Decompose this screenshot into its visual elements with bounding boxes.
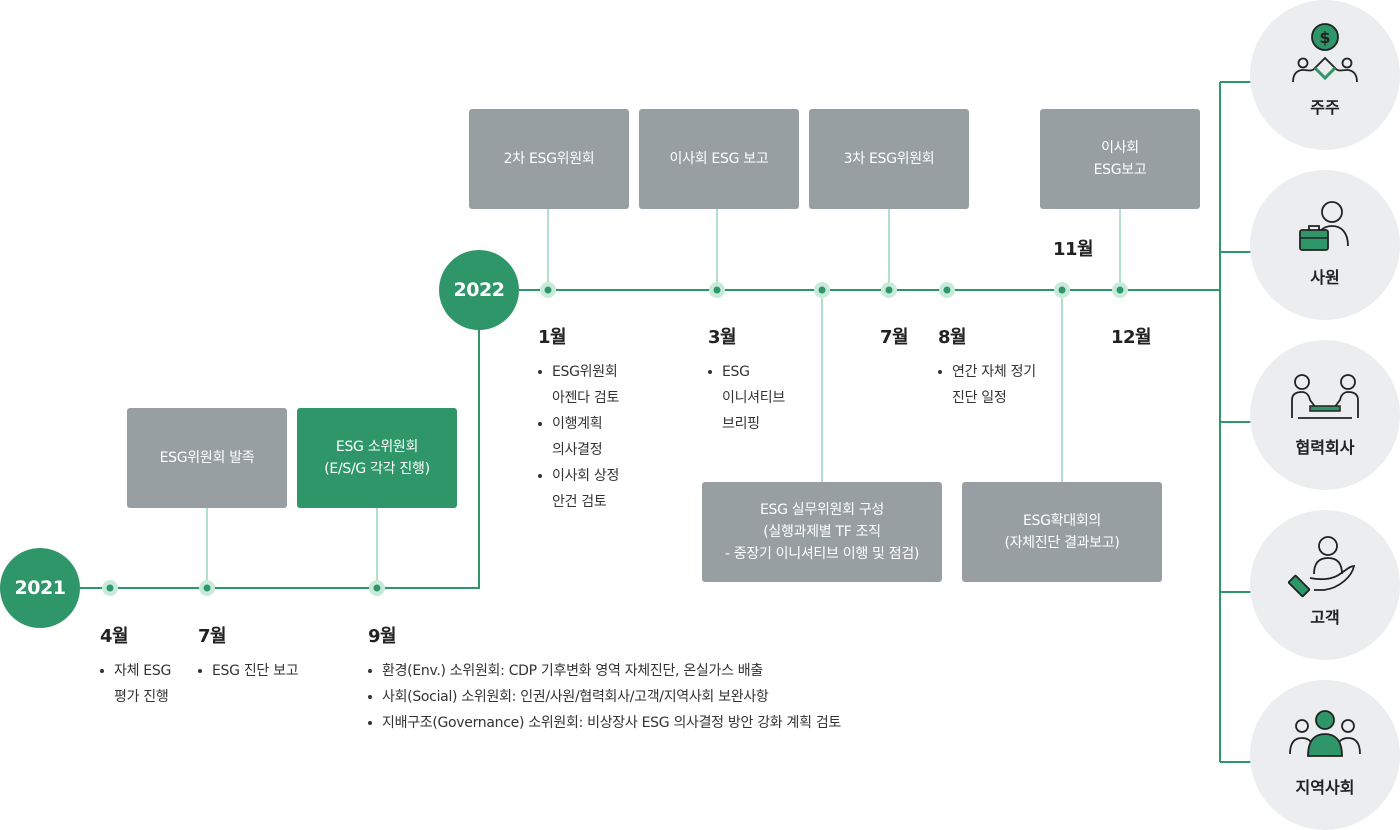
esg-expanded-meeting-box: ESG확대회의 (자체진단 결과보고) [962, 482, 1162, 582]
community-icon [1289, 710, 1361, 757]
second-esg-committee-box: 2차 ESG위원회 [469, 109, 629, 209]
svg-text:$: $ [1319, 28, 1330, 47]
aug-item-list: 연간 자체 정기 진단 일정 [936, 359, 1096, 411]
list-item: 이행계획 의사결정 [536, 411, 676, 463]
stakeholder-employees: 사원 [1250, 170, 1400, 320]
list-item: 연간 자체 정기 진단 일정 [936, 359, 1096, 411]
month-label-jan: 1월 [538, 327, 567, 348]
list-item: 이사회 상정 안건 검토 [536, 463, 676, 515]
list-item: 사회(Social) 소위원회: 인권/사원/협력회사/고객/지역사회 보완사항 [366, 684, 986, 710]
timeline-node-markers [102, 282, 1128, 596]
stakeholder-customers: 고객 [1250, 510, 1400, 660]
third-esg-committee-box: 3차 ESG위원회 [809, 109, 969, 209]
apr-item-list: 자체 ESG 평가 진행 [98, 658, 198, 710]
stakeholder-community: 지역사회 [1250, 680, 1400, 830]
month-label-apr: 4월 [100, 626, 129, 647]
month-label-jul-2021: 7월 [198, 626, 227, 647]
esg-working-committee-box: ESG 실무위원회 구성 (실행과제별 TF 조직 - 중장기 이니셔티브 이행… [702, 482, 942, 582]
month-label-mar: 3월 [708, 327, 737, 348]
list-item: ESG위원회 아젠다 검토 [536, 359, 676, 411]
month-label-nov: 11월 [1053, 239, 1094, 260]
customer-icon [1288, 536, 1356, 598]
year-2022-circle: 2022 [439, 250, 519, 330]
list-item: ESG 이니셔티브 브리핑 [706, 359, 826, 437]
stakeholder-label: 사원 [1310, 268, 1340, 287]
sep-item-list: 환경(Env.) 소위원회: CDP 기후변화 영역 자체진단, 온실가스 배출… [366, 658, 986, 736]
list-item: 자체 ESG 평가 진행 [98, 658, 198, 710]
stakeholder-partners: 협력회사 [1250, 340, 1400, 490]
stakeholder-label: 고객 [1310, 608, 1340, 627]
shareholders-icon: $ [1292, 23, 1358, 83]
board-esg-report-nov-box: 이사회 ESG보고 [1040, 109, 1200, 209]
partners-icon [1291, 374, 1359, 419]
esg-committee-launch-box: ESG위원회 발족 [127, 408, 287, 508]
jan-item-list: ESG위원회 아젠다 검토 이행계획 의사결정 이사회 상정 안건 검토 [536, 359, 676, 515]
esg-subcommittee-box: ESG 소위원회 (E/S/G 각각 진행) [297, 408, 457, 508]
stakeholder-shareholders: $ 주주 [1250, 0, 1400, 150]
list-item: 환경(Env.) 소위원회: CDP 기후변화 영역 자체진단, 온실가스 배출 [366, 658, 986, 684]
employee-icon [1299, 201, 1349, 251]
month-label-sep: 9월 [368, 626, 397, 647]
year-2021-circle: 2021 [0, 548, 80, 628]
list-item: 지배구조(Governance) 소위원회: 비상장사 ESG 의사결정 방안 … [366, 710, 986, 736]
mar-item-list: ESG 이니셔티브 브리핑 [706, 359, 826, 437]
list-item: ESG 진단 보고 [196, 658, 326, 684]
stakeholder-label: 협력회사 [1295, 438, 1355, 457]
stakeholder-label: 주주 [1310, 98, 1340, 117]
board-esg-report-box: 이사회 ESG 보고 [639, 109, 799, 209]
jul-2021-item-list: ESG 진단 보고 [196, 658, 326, 684]
month-label-dec: 12월 [1111, 327, 1152, 348]
month-label-jul-2022: 7월 [880, 327, 909, 348]
month-label-aug: 8월 [938, 327, 967, 348]
stakeholder-label: 지역사회 [1295, 778, 1355, 797]
